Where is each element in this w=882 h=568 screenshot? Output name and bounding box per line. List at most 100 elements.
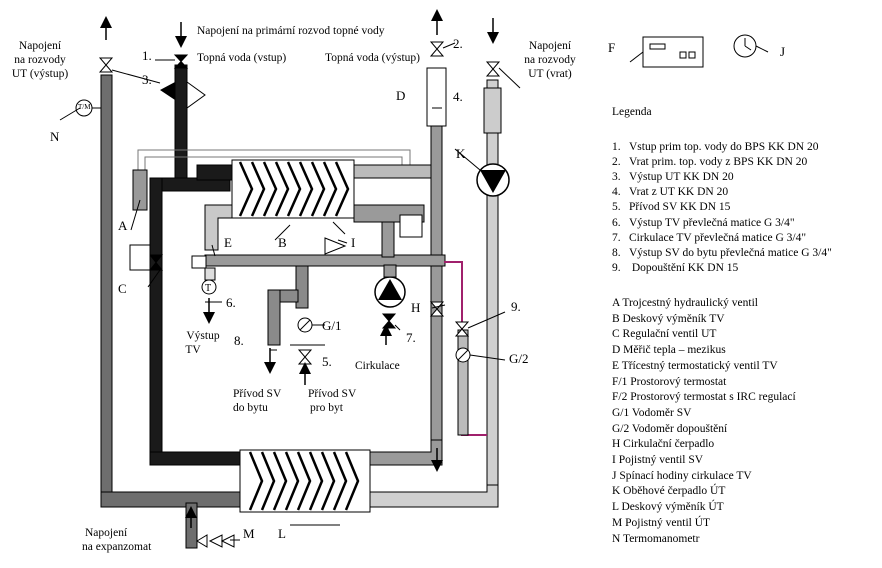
legend-item: 9. Dopouštění KK DN 15: [612, 262, 738, 275]
ut-return-label-2: na rozvody: [524, 54, 576, 66]
legend-item: G/2 Vodoměr dopouštění: [612, 422, 728, 435]
filter-icon: [186, 81, 206, 109]
valve-5: [297, 349, 313, 365]
marker-e: E: [224, 235, 232, 250]
marker-7: 7.: [406, 330, 416, 345]
legend-item: J Spínací hodiny cirkulace TV: [612, 469, 752, 482]
regulation-valve-c: [129, 244, 151, 271]
thermostat-button-1: [679, 51, 687, 59]
valve-1: [173, 54, 189, 69]
tv-hot-pipe: [204, 204, 233, 251]
legend-item: M Pojistný ventil ÚT: [612, 516, 711, 529]
valve-4: [485, 61, 501, 77]
strainer-icon: [160, 82, 175, 100]
ut-outlet-label-2: na rozvody: [14, 54, 66, 66]
legend-item-number: 2.: [612, 156, 621, 169]
legend-item: 5. Přívod SV KK DN 15: [612, 201, 730, 214]
legend-title: Legenda: [612, 106, 652, 118]
legend-item-text: Vrat prim. top. vody z BPS KK DN 20: [629, 156, 808, 169]
legend-item: K Oběhové čerpadlo ÚT: [612, 485, 726, 498]
sv-flat-label-1: Přívod SV: [233, 388, 282, 400]
valve-9: [454, 321, 470, 337]
marker-1: 1.: [142, 48, 152, 63]
gauge-label: T/M: [78, 103, 91, 111]
legend-item: 8.Výstup SV do bytu převlečná matice G 3…: [612, 247, 832, 260]
marker-b: B: [278, 235, 287, 250]
legend-item-text: Cirkulace TV převlečná matice G 3/4": [629, 231, 807, 244]
tv-outlet-label-1: Výstup: [186, 330, 220, 342]
heating-pump-k: [476, 163, 510, 197]
thermostat-display: [649, 43, 666, 50]
marker-g1: G/1: [322, 318, 342, 333]
legend-item-text: Přívod SV KK DN 15: [629, 201, 731, 214]
legend-item-number: 4.: [612, 186, 621, 199]
circulation-pump-h: [374, 264, 406, 308]
flow-arrows: [100, 9, 499, 528]
fill-line-segment: [457, 329, 469, 436]
marker-c: C: [118, 281, 127, 296]
return-filter: [483, 87, 502, 134]
expansion-label-1: Napojení: [85, 527, 128, 539]
legend-item: 1.Vstup prim top. vody do BPS KK DN 20: [612, 141, 818, 154]
legend-item-text: Vrat z UT KK DN 20: [629, 186, 729, 199]
marker-3: 3.: [142, 72, 152, 87]
marker-i: I: [351, 235, 356, 250]
legend-item-number: 5.: [612, 201, 621, 214]
clock-icon: [733, 34, 757, 58]
heat-exchanger-b: [231, 159, 355, 219]
legend-item: G/1 Vodoměr SV: [612, 406, 692, 419]
thermomanometer-n: [75, 99, 101, 117]
ut-return-label-1: Napojení: [528, 40, 572, 52]
legend-item: 6.Výstup TV převlečná matice G 3/4": [612, 217, 795, 230]
marker-n: N: [50, 129, 60, 144]
tv-outlet-label-2: TV: [185, 344, 201, 356]
marker-d: D: [396, 88, 406, 103]
primary-return-pipe: [369, 69, 443, 466]
legend-item: A Trojcestný hydraulický ventil: [612, 297, 758, 309]
ut-outlet-label-3: UT (výstup): [11, 68, 69, 80]
legend-item: F/2 Prostorový termostat s IRC regulací: [612, 391, 796, 404]
legend-item: 2. Vrat prim. top. vody z BPS KK DN 20: [612, 156, 807, 169]
primary-connection-label: Napojení na primární rozvod topné vody: [197, 25, 385, 37]
legend-item-text: Vstup prim top. vody do BPS KK DN 20: [629, 141, 819, 153]
thermometer-icon: T: [201, 279, 217, 295]
svg-text:T: T: [205, 283, 211, 294]
legend-item: D Měřič tepla – mezikus: [612, 344, 726, 357]
sv-for-flats-label-2: pro byt: [310, 402, 343, 414]
marker-l: L: [278, 526, 286, 541]
valve-h: [429, 301, 445, 317]
ut-outlet-label-1: Napojení: [18, 40, 62, 52]
legend-item-number: 7.: [612, 231, 621, 244]
marker-f: F: [608, 40, 616, 55]
water-meter-g2: [455, 347, 471, 363]
legend-item-text: Výstup TV převlečná matice G 3/4": [629, 216, 795, 229]
heating-water-outlet-label: Topná voda (výstup): [325, 52, 421, 64]
marker-h: H: [411, 300, 421, 315]
marker-2: 2.: [453, 36, 463, 51]
legend-item-number: 9.: [612, 261, 621, 274]
legend-item: 3.Výstup UT KK DN 20: [612, 171, 734, 184]
expansion-label-2: na expanzomat: [82, 541, 152, 553]
sv-flat-label-2: do bytu: [233, 402, 268, 414]
marker-6: 6.: [226, 295, 236, 310]
circulation-label: Cirkulace: [355, 360, 400, 372]
exchanger-b-outlet-pipe: [353, 164, 440, 179]
legend-item: 7. Cirkulace TV převlečná matice G 3/4": [612, 232, 806, 245]
three-way-thermostatic-valve-e: [399, 214, 423, 238]
heat-meter-spacer: [426, 67, 447, 127]
legend-item: H Cirkulační čerpadlo: [612, 438, 715, 451]
safety-valve-m: [196, 534, 235, 548]
legend-item: N Termomanometr: [612, 532, 700, 545]
legend-item-text: Výstup UT KK DN 20: [629, 171, 734, 184]
legend-item: E Třícestný termostatický ventil TV: [612, 359, 778, 372]
legend-item: 4. Vrat z UT KK DN 20: [612, 186, 728, 199]
sv-for-flats-label-1: Přívod SV: [308, 388, 357, 400]
marker-4: 4.: [453, 89, 463, 104]
valve-7: [381, 313, 397, 329]
marker-m: M: [243, 526, 255, 541]
legend-item-text: Dopouštění KK DN 15: [629, 261, 739, 274]
marker-g2: G/2: [509, 351, 529, 366]
marker-9: 9.: [511, 299, 521, 314]
